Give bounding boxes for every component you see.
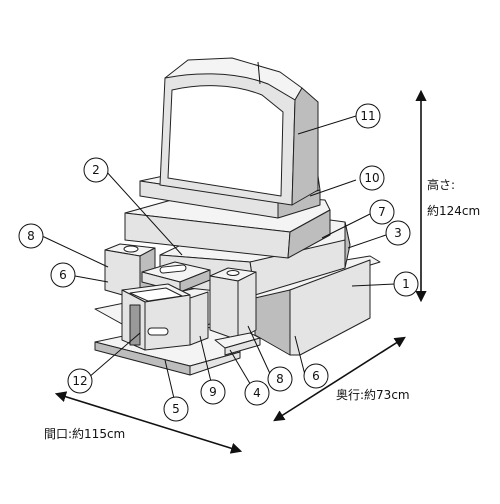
callout-7: 7 bbox=[369, 199, 395, 225]
main-tombstone bbox=[159, 57, 319, 206]
svg-text:7: 7 bbox=[378, 205, 386, 219]
callout-6-right: 6 bbox=[303, 363, 329, 389]
callout-9: 9 bbox=[200, 379, 226, 405]
width-label: 間口:約115cm bbox=[44, 426, 125, 441]
svg-text:1: 1 bbox=[402, 277, 410, 291]
width-arrow bbox=[54, 391, 243, 454]
water-basin bbox=[121, 283, 191, 351]
small-step bbox=[214, 332, 261, 356]
callout-12: 12 bbox=[67, 368, 93, 394]
svg-text:9: 9 bbox=[209, 385, 217, 399]
depth-label: 奥行:約73cm bbox=[336, 387, 410, 402]
callout-1: 1 bbox=[393, 271, 419, 297]
svg-text:5: 5 bbox=[172, 402, 180, 416]
svg-text:8: 8 bbox=[276, 372, 284, 386]
svg-text:8: 8 bbox=[27, 229, 35, 243]
callout-6-left: 6 bbox=[50, 262, 76, 288]
callout-3: 3 bbox=[385, 220, 411, 246]
svg-text:2: 2 bbox=[92, 163, 100, 177]
callout-4: 4 bbox=[244, 380, 270, 406]
callout-5: 5 bbox=[163, 396, 189, 422]
svg-text:11: 11 bbox=[360, 109, 375, 123]
svg-text:4: 4 bbox=[253, 386, 261, 400]
callout-8-left: 8 bbox=[18, 223, 44, 249]
svg-text:3: 3 bbox=[394, 226, 402, 240]
callout-2: 2 bbox=[83, 157, 109, 183]
flower-holder bbox=[189, 291, 209, 346]
height-label: 高さ: bbox=[427, 177, 455, 192]
height-value: 約124cm bbox=[427, 203, 480, 218]
right-post bbox=[209, 267, 257, 341]
svg-text:10: 10 bbox=[364, 171, 379, 185]
svg-text:6: 6 bbox=[59, 268, 67, 282]
svg-text:6: 6 bbox=[312, 369, 320, 383]
callout-11: 11 bbox=[355, 103, 381, 129]
callout-10: 10 bbox=[359, 165, 385, 191]
svg-text:12: 12 bbox=[72, 374, 87, 388]
callout-8-right: 8 bbox=[267, 366, 293, 392]
depth-arrow bbox=[273, 336, 406, 422]
